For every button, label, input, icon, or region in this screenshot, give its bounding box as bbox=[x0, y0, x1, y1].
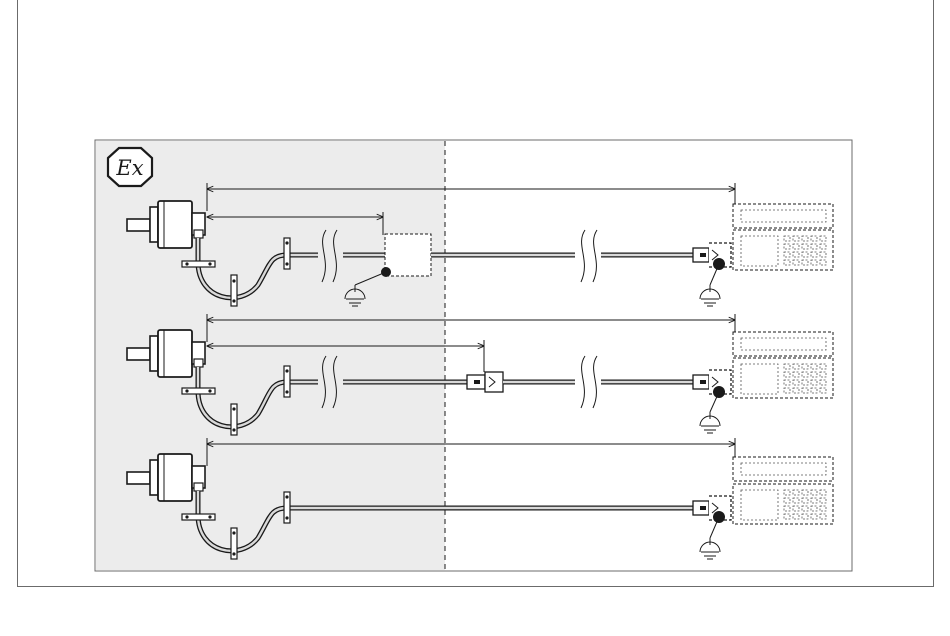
position-display-unit bbox=[733, 204, 833, 270]
ex-hazard-icon: Ex bbox=[108, 148, 152, 186]
cable-clamp bbox=[231, 275, 237, 306]
cable-clamp bbox=[182, 514, 215, 520]
cable-clamp bbox=[284, 238, 290, 269]
inline-connector bbox=[467, 372, 503, 392]
cable-clamp bbox=[284, 492, 290, 523]
cable-clamp bbox=[231, 528, 237, 559]
position-display-unit bbox=[733, 457, 833, 524]
cable-clamp bbox=[182, 388, 215, 394]
cable-clamp bbox=[284, 366, 290, 397]
position-display-unit bbox=[733, 332, 833, 398]
cable-clamp bbox=[182, 261, 215, 267]
cable-clamp bbox=[231, 404, 237, 435]
ex-mark-text: Ex bbox=[115, 156, 143, 180]
